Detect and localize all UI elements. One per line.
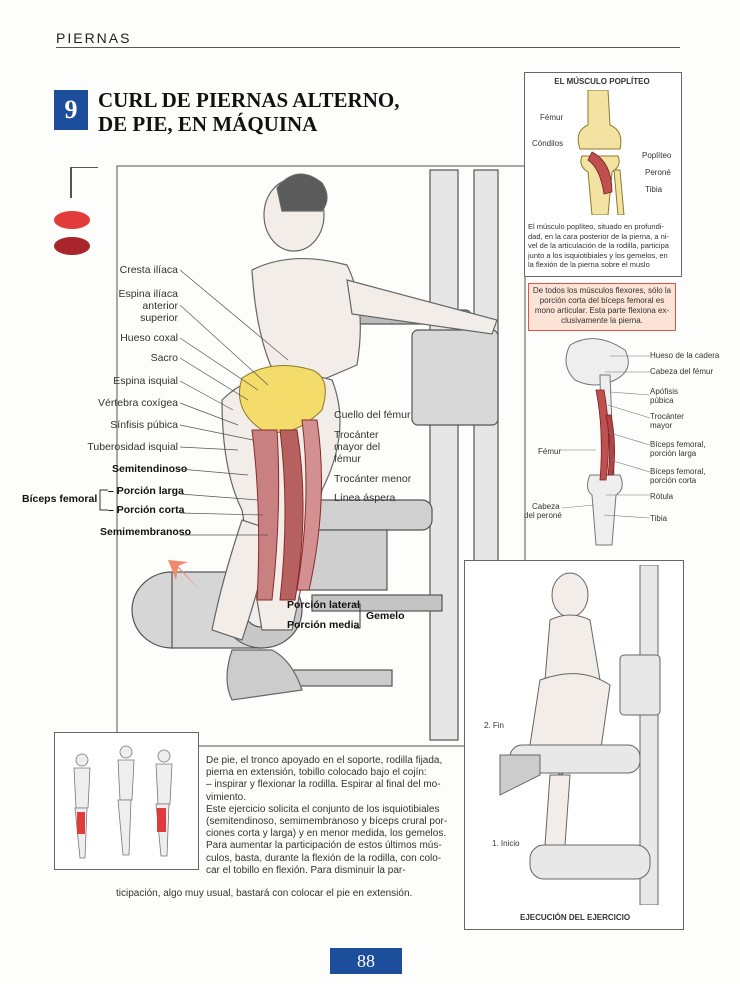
section-header: PIERNAS xyxy=(56,30,132,46)
leg-label-cabeza-femur: Cabeza del fémur xyxy=(650,367,714,376)
exercise-title-line2: DE PIE, EN MÁQUINA xyxy=(98,112,318,136)
header-rule xyxy=(56,47,680,48)
muscle-intensity-dot-secondary xyxy=(54,237,90,255)
page-number: 88 xyxy=(330,948,402,974)
label-sacro: Sacro xyxy=(150,352,178,364)
movement-arrow-icon xyxy=(168,560,201,591)
description-block: De pie, el tronco apoyado en el soporte,… xyxy=(206,755,448,876)
leg-label-biceps-corta-2: porción corta xyxy=(650,476,697,485)
label-trocanter-mayor-1: Trocánter xyxy=(334,429,379,441)
label-trocanter-mayor-2: mayor del xyxy=(334,441,381,453)
label-porcion-lateral: Porción lateral xyxy=(287,599,360,611)
label-linea-aspera: Línea áspera xyxy=(334,492,396,504)
leg-label-trocanter-2: mayor xyxy=(650,421,673,430)
leg-label-biceps-corta-1: Bíceps femoral, xyxy=(650,467,706,476)
biceps-bracket xyxy=(99,489,108,511)
label-sinfisis-pubica: Sínfisis púbica xyxy=(110,419,178,431)
muscle-intensity-dot-primary xyxy=(54,211,90,229)
exercise-title-line1: CURL DE PIERNAS ALTERNO, xyxy=(98,88,400,112)
execution-caption: EJECUCIÓN DEL EJERCICIO xyxy=(520,913,631,922)
leader-lines-left xyxy=(179,269,289,536)
muscle-figures-illustration xyxy=(73,745,173,859)
leg-leader-lines xyxy=(560,355,651,519)
label-semimembranoso: Semimembranoso xyxy=(100,526,192,538)
margin-rule xyxy=(70,167,98,168)
leg-label-apofisis-1: Apófisis xyxy=(650,387,679,396)
leg-label-cabeza-perone-1: Cabeza xyxy=(532,502,560,511)
label-hueso-coxal: Hueso coxal xyxy=(120,332,178,344)
label-semitendinoso: Semitendinoso xyxy=(112,463,188,475)
leg-label-trocanter-1: Trocánter xyxy=(650,412,684,421)
pop-label-popliteo: Poplíteo xyxy=(642,151,672,160)
execution-label-inicio: 1. Inicio xyxy=(492,839,520,848)
leg-label-cabeza-perone-2: del peroné xyxy=(524,511,562,520)
popliteo-title: EL MÚSCULO POPLÍTEO xyxy=(554,77,650,86)
label-trocanter-menor: Trocánter menor xyxy=(334,473,412,485)
label-espina-iliaca-2: anterior xyxy=(142,300,178,312)
label-biceps-femoral: Bíceps femoral xyxy=(22,493,98,505)
gemelo-bracket xyxy=(354,603,361,629)
label-cuello-femur: Cuello del fémur xyxy=(334,409,411,421)
pop-label-tibia: Tibia xyxy=(645,185,663,194)
label-espina-iliaca-3: superior xyxy=(140,312,178,324)
label-cresta-iliaca: Cresta ilíaca xyxy=(119,264,178,276)
leg-skeleton-illustration xyxy=(565,338,629,546)
label-espina-isquial: Espina isquial xyxy=(113,375,178,387)
label-tuberosidad-isquial: Tuberosidad isquial xyxy=(87,441,178,453)
label-trocanter-mayor-3: fémur xyxy=(334,453,361,465)
label-espina-iliaca-1: Espina ilíaca xyxy=(118,288,178,300)
margin-rule-vertical xyxy=(70,168,72,198)
knee-illustration xyxy=(577,90,625,215)
label-vertebra-coxigea: Vértebra coxígea xyxy=(98,397,178,409)
leg-label-hueso-cadera: Hueso de la cadera xyxy=(650,351,720,360)
leg-label-biceps-larga-1: Bíceps femoral, xyxy=(650,440,706,449)
label-porcion-corta: – Porción corta xyxy=(108,504,185,516)
exercise-number: 9 xyxy=(54,90,88,130)
leg-label-tibia: Tibia xyxy=(650,514,668,523)
leg-label-biceps-larga-2: porción larga xyxy=(650,449,697,458)
label-gemelo: Gemelo xyxy=(366,610,405,622)
pop-label-femur: Fémur xyxy=(540,113,564,122)
label-porcion-larga: – Porción larga xyxy=(108,485,184,497)
leg-label-rotula: Rótula xyxy=(650,492,674,501)
leg-label-apofisis-2: púbica xyxy=(650,396,674,405)
popliteo-caption: El músculo poplíteo, situado en profundi… xyxy=(528,222,669,270)
pop-label-condilos: Cóndilos xyxy=(532,139,564,148)
execution-illustration xyxy=(499,565,661,905)
leg-label-femur: Fémur xyxy=(538,447,562,456)
flexor-note: De todos los músculos flexores, sólo la … xyxy=(528,283,676,331)
description-last-line: ticipación, algo muy usual, bastará con … xyxy=(116,888,413,899)
main-illustration xyxy=(116,165,526,747)
pop-label-perone: Peroné xyxy=(645,168,671,177)
label-porcion-media: Porción media xyxy=(287,619,360,631)
execution-label-fin: 2. Fin xyxy=(484,721,505,730)
